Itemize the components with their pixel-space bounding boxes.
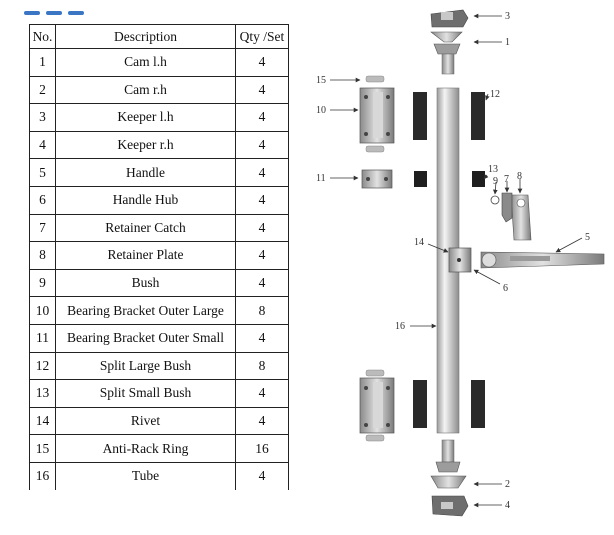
header-no: No. — [29, 24, 56, 49]
cell-description: Tube — [55, 461, 236, 490]
callout-16: 16 — [395, 321, 405, 332]
cell-no: 10 — [29, 296, 56, 325]
callout-11: 11 — [316, 173, 326, 184]
cell-qty: 4 — [235, 130, 289, 160]
cell-no: 16 — [29, 461, 56, 490]
cell-description: Rivet — [55, 406, 236, 436]
handle-hub-part — [448, 247, 472, 273]
cell-description: Handle — [55, 158, 236, 187]
bearing-bracket-large-part — [359, 87, 395, 153]
cam-lh-part — [430, 31, 463, 75]
callout-8: 8 — [517, 171, 522, 182]
retainer-plate-part — [510, 194, 532, 241]
cell-qty: 8 — [235, 296, 289, 325]
cell-description: Handle Hub — [55, 185, 236, 215]
bearing-bracket-small-part — [361, 169, 393, 189]
cell-description: Bearing Bracket Outer Small — [55, 323, 236, 353]
cell-no: 1 — [29, 48, 56, 77]
leader-lines — [330, 13, 583, 508]
cell-qty: 4 — [235, 185, 289, 215]
cell-description: Retainer Catch — [55, 213, 236, 243]
split-large-bush-lower-part — [413, 380, 485, 428]
header-qty: Qty /Set — [235, 24, 289, 49]
callout-labels: 3 1 15 10 11 12 13 9 7 8 5 14 6 16 2 4 — [316, 11, 590, 511]
callout-7: 7 — [504, 174, 509, 185]
cell-qty: 4 — [235, 406, 289, 436]
cell-description: Cam r.h — [55, 75, 236, 105]
cell-description: Bearing Bracket Outer Large — [55, 296, 236, 325]
callout-1: 1 — [505, 37, 510, 48]
cell-description: Keeper l.h — [55, 103, 236, 132]
callout-3: 3 — [505, 11, 510, 22]
cell-qty: 4 — [235, 461, 289, 490]
callout-2: 2 — [505, 479, 510, 490]
retainer-catch-part — [501, 192, 513, 223]
callout-4: 4 — [505, 500, 510, 511]
cell-description: Keeper r.h — [55, 130, 236, 160]
keeper-rh-part — [431, 495, 469, 517]
callout-15: 15 — [316, 75, 326, 86]
callout-14: 14 — [414, 237, 424, 248]
bush-part — [490, 195, 500, 205]
cell-no: 13 — [29, 379, 56, 408]
cell-no: 5 — [29, 158, 56, 187]
keeper-lh-part — [430, 9, 469, 28]
callout-9: 9 — [493, 176, 498, 187]
handle-part — [480, 251, 605, 269]
callout-10: 10 — [316, 105, 326, 116]
header-decoration — [24, 0, 114, 15]
cell-qty: 8 — [235, 351, 289, 381]
header-description: Description — [55, 24, 236, 49]
callout-5: 5 — [585, 232, 590, 243]
bearing-bracket-large-lower-part — [359, 369, 395, 442]
split-small-bush-part — [414, 171, 485, 187]
callout-12: 12 — [490, 89, 500, 100]
callout-6: 6 — [503, 283, 508, 294]
table-header-row: No. Description Qty /Set — [29, 24, 289, 49]
split-large-bush-part — [413, 92, 485, 140]
anti-rack-ring-part — [365, 75, 385, 83]
callout-13: 13 — [488, 164, 498, 175]
cam-rh-part — [430, 439, 467, 489]
